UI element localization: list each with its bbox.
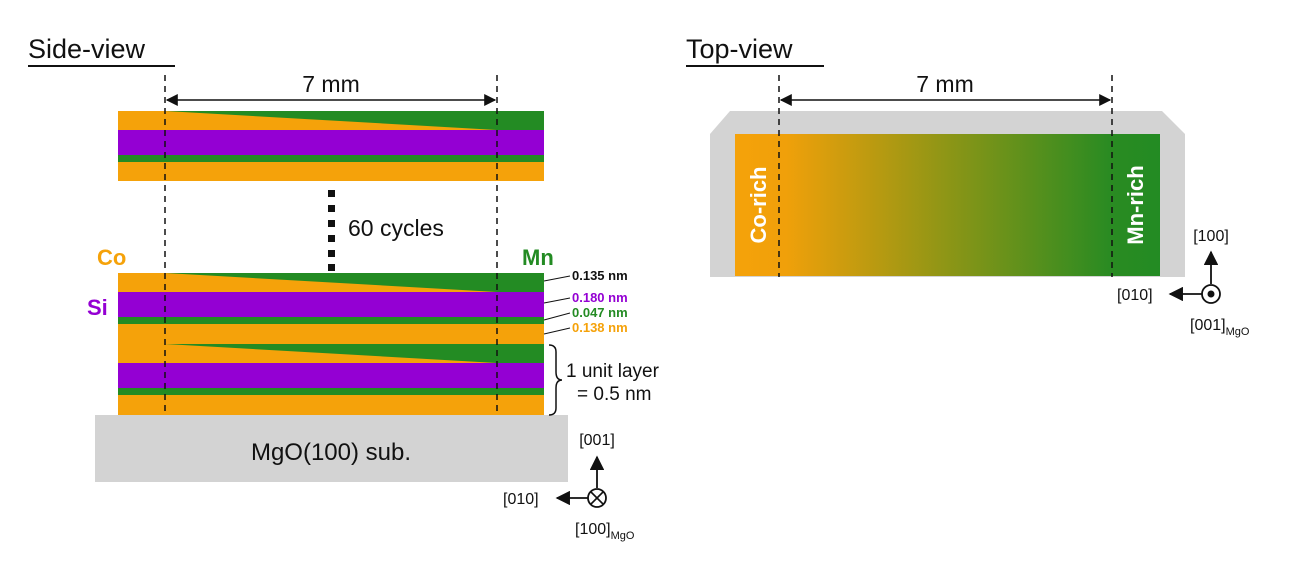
- co-label: Co: [97, 245, 126, 270]
- substrate-label: MgO(100) sub.: [251, 439, 411, 466]
- side-view-panel: Side-view 60 cycles Co Si Mn: [28, 34, 660, 542]
- top-view-title: Top-view: [686, 34, 793, 64]
- unit1-thin-layer: [118, 317, 544, 324]
- unit1-si-layer: [118, 292, 544, 317]
- thin-layer-thickness-label: 0.047 nm: [572, 305, 628, 320]
- unit2-thin-layer: [118, 388, 544, 395]
- side-axis-up-label: [001]: [579, 432, 615, 449]
- mn-rich-label: Mn-rich: [1123, 165, 1148, 244]
- si-label: Si: [87, 295, 108, 320]
- top-stack: [118, 111, 544, 181]
- top-stack-co-layer: [118, 162, 544, 181]
- mn-thickness-label: 0.135 nm: [572, 268, 628, 283]
- unit-layer-brace: [548, 344, 563, 416]
- unit2-co-layer: [118, 395, 544, 415]
- unit2-si-layer: [118, 363, 544, 388]
- top-stack-si-layer: [118, 130, 544, 155]
- unit1-mn-end: [497, 273, 544, 292]
- composition-gradient: [735, 134, 1160, 276]
- si-thickness-label: 0.180 nm: [572, 290, 628, 305]
- top-stack-thin-layer: [118, 155, 544, 162]
- side-width-label: 7 mm: [302, 71, 360, 97]
- mn-label: Mn: [522, 245, 554, 270]
- side-axes: [001] [010] [100]MgO: [503, 432, 635, 542]
- unit2-mn-wedge: [165, 344, 544, 363]
- top-axis-left-label: [010]: [1117, 287, 1153, 304]
- top-stack-mn-end: [497, 111, 544, 130]
- thickness-leaders: [543, 275, 571, 335]
- top-view-panel: Top-view Co-rich Mn-rich 7 mm [100] [010…: [686, 34, 1250, 338]
- top-axis-up-label: [100]: [1193, 228, 1229, 245]
- top-width-label: 7 mm: [916, 71, 974, 97]
- top-stack-mn-wedge: [165, 111, 544, 130]
- cycles-label: 60 cycles: [348, 215, 444, 241]
- co-rich-label: Co-rich: [746, 167, 771, 244]
- side-view-title: Side-view: [28, 34, 146, 64]
- unit-layer-thickness: = 0.5 nm: [577, 384, 651, 405]
- top-axis-normal-label: [001]MgO: [1190, 317, 1250, 338]
- unit2-mn-end: [497, 344, 544, 363]
- mgo-substrate: [95, 415, 568, 482]
- side-axis-normal-label: [100]MgO: [575, 521, 635, 542]
- top-axes: [100] [010] [001]MgO: [1117, 228, 1250, 338]
- co-thickness-label: 0.138 nm: [572, 320, 628, 335]
- cycle-ellipsis: [328, 190, 335, 271]
- unit1-mn-wedge: [165, 273, 544, 292]
- side-axis-left-label: [010]: [503, 491, 539, 508]
- bottom-stack: [118, 273, 544, 415]
- unit1-co-layer: [118, 324, 544, 344]
- unit-layer-label: 1 unit layer: [566, 361, 660, 382]
